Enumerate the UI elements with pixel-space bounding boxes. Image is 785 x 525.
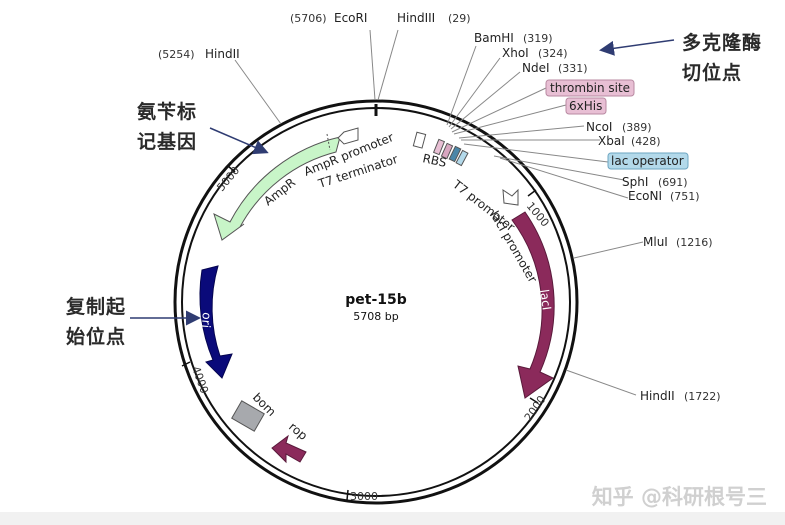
svg-text:HindIII: HindIII: [397, 11, 435, 25]
svg-text:HindII: HindII: [205, 47, 240, 61]
bom-feature: [231, 400, 265, 432]
site-ecori: (5706) EcoRI: [290, 11, 367, 25]
his-box: [440, 142, 454, 160]
label-ori: ori: [199, 312, 214, 329]
svg-text:6xHis: 6xHis: [569, 99, 602, 113]
site-hindiii: HindIII (29): [397, 11, 471, 25]
rop-feature: [271, 434, 307, 464]
mcs-box: [455, 149, 469, 167]
site-hindii-5254: (5254) HindII: [158, 47, 240, 61]
plasmid-name: pet-15b: [345, 292, 407, 308]
scale-tick-2000: [529, 397, 539, 404]
laci-gene: [511, 211, 555, 399]
svg-text:(1216): (1216): [676, 236, 713, 249]
scale-tick-1000: [527, 189, 537, 197]
svg-text:XhoI: XhoI: [502, 46, 529, 60]
svg-text:(5254): (5254): [158, 48, 195, 61]
scale-tick-4000: [181, 361, 191, 367]
tag-thrombin-site: thrombin site: [545, 79, 635, 97]
label-rbs: RBS: [421, 151, 447, 170]
tag-lac-operator: lac operator: [607, 152, 689, 170]
ori-annotation: 复制起 始位点: [66, 296, 127, 348]
svg-text:(691): (691): [658, 176, 688, 189]
scale-tick-5000: [227, 165, 236, 173]
lac-operator-box: [448, 145, 462, 163]
svg-text:HindII: HindII: [640, 389, 675, 403]
site-xbai: XbaI (428): [598, 134, 661, 148]
svg-text:NdeI: NdeI: [522, 61, 550, 75]
amp-marker-annotation: 氨苄标 记基因: [137, 101, 198, 153]
svg-text:(751): (751): [670, 190, 700, 203]
svg-text:thrombin site: thrombin site: [550, 81, 630, 95]
site-sphi: SphI (691): [622, 175, 688, 189]
svg-text:(5706): (5706): [290, 12, 327, 25]
svg-text:EcoNI: EcoNI: [628, 189, 662, 203]
svg-text:(319): (319): [523, 32, 553, 45]
label-rop: rop: [286, 420, 310, 443]
svg-text:BamHI: BamHI: [474, 31, 514, 45]
svg-text:NcoI: NcoI: [586, 120, 612, 134]
scale-label-3000: 3000: [350, 490, 378, 503]
svg-text:lac operator: lac operator: [611, 154, 684, 168]
svg-text:(389): (389): [622, 121, 652, 134]
site-xhoi: XhoI (324): [502, 46, 568, 60]
ampr-gene: [213, 136, 341, 241]
svg-text:(324): (324): [538, 47, 568, 60]
svg-text:MluI: MluI: [643, 235, 668, 249]
amp-annotation-arrow: [209, 127, 269, 155]
mcs-annotation: 多克隆酶 切位点: [682, 32, 763, 84]
rbs-box: [412, 131, 427, 149]
site-ncoi: NcoI (389): [586, 120, 652, 134]
t7-promoter-arrow: [502, 188, 519, 206]
label-laci: lacI: [537, 288, 554, 311]
svg-text:XbaI: XbaI: [598, 134, 625, 148]
site-callouts: [234, 29, 644, 396]
ori-feature: [199, 265, 233, 379]
svg-text:EcoRI: EcoRI: [334, 11, 367, 25]
svg-text:(1722): (1722): [684, 390, 721, 403]
mcs-annotation-arrow: [599, 39, 675, 56]
scale-tick-3000: [346, 489, 349, 501]
map-panel: [155, 0, 785, 525]
svg-text:(331): (331): [558, 62, 588, 75]
bottom-strip: [0, 512, 785, 525]
plasmid-size: 5708 bp: [353, 310, 398, 323]
zhihu-watermark: 知乎 @科研根号三: [591, 485, 767, 509]
svg-text:(29): (29): [448, 12, 471, 25]
site-bamhi: BamHI (319): [474, 31, 553, 45]
backbone-outer-ring: [173, 99, 579, 505]
tag-6xhis: 6xHis: [565, 97, 607, 115]
site-hindii-1722: HindII (1722): [640, 389, 721, 403]
t7-terminator-mark: [326, 133, 331, 151]
svg-text:SphI: SphI: [622, 175, 648, 189]
site-mlui: MluI (1216): [643, 235, 713, 249]
svg-text:(428): (428): [631, 135, 661, 148]
site-ndei: NdeI (331): [522, 61, 588, 75]
site-econi: EcoNI (751): [628, 189, 700, 203]
scale-label-4000: 4000: [189, 365, 211, 396]
thrombin-box: [432, 138, 446, 156]
ampr-promoter-arrow: [337, 127, 359, 145]
